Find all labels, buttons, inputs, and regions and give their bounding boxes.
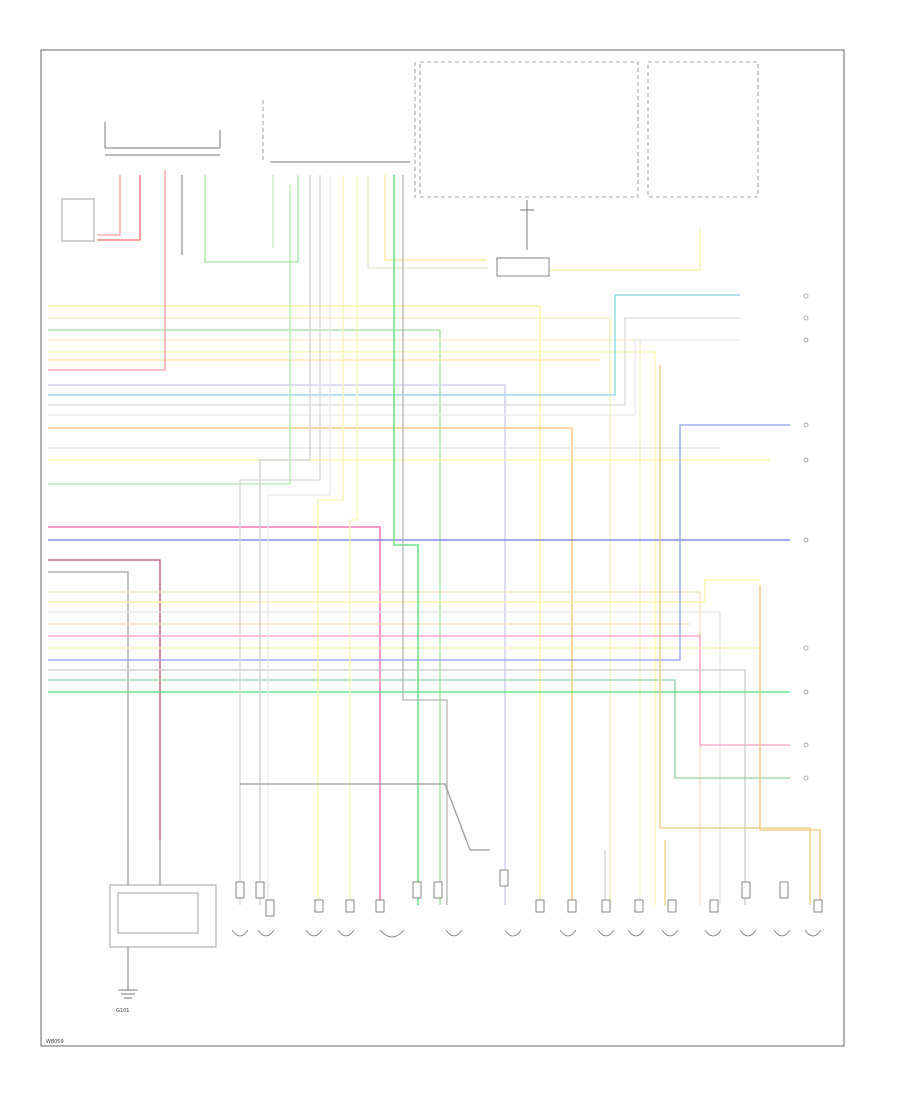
cluster-group bbox=[419, 61, 759, 277]
wire-bundle bbox=[48, 170, 821, 905]
ground-label: G101 bbox=[116, 1008, 129, 1014]
fuse-block-group bbox=[61, 122, 221, 255]
right-side-connectors bbox=[803, 293, 809, 781]
ecm-connector-group bbox=[262, 62, 416, 198]
diagram-code: W8059 bbox=[46, 1039, 64, 1045]
bottom-connector-row bbox=[231, 869, 823, 938]
diagram-border bbox=[40, 49, 845, 1047]
lower-left-module bbox=[109, 840, 217, 999]
